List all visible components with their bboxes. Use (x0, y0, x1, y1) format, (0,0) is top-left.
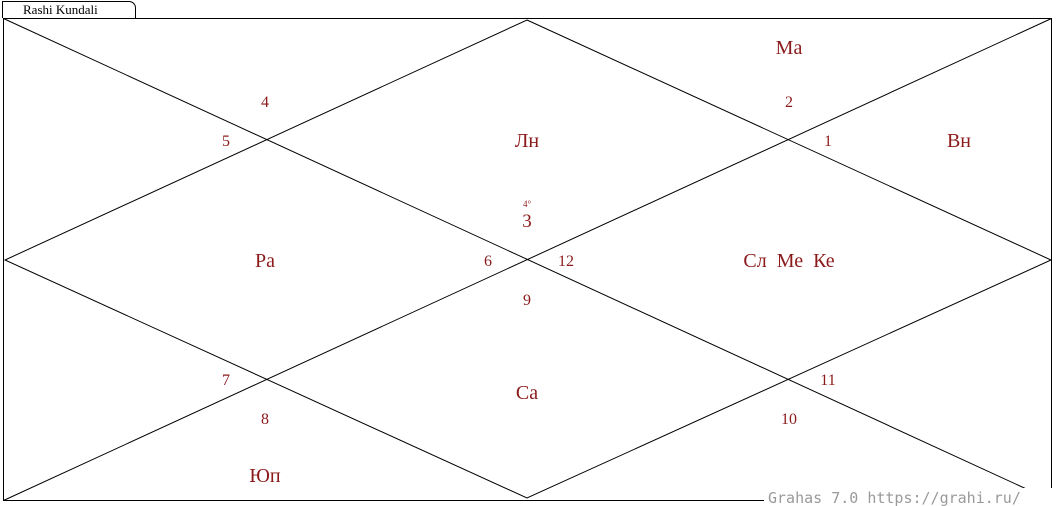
house-number-5: 5 (222, 133, 230, 150)
planet-ln: Лн (515, 130, 540, 152)
watermark-text[interactable]: Grahas 7.0 https://grahi.ru/ (768, 489, 1021, 506)
planet-vn: Вн (947, 130, 971, 152)
house-number-9: 9 (523, 292, 531, 309)
planet-ra: Ра (255, 250, 275, 272)
planet-sl-me-ke: Сл Ме Ке (743, 250, 834, 272)
rashi-kundali-tab[interactable]: Rashi Kundali (2, 1, 136, 18)
diagonal-anti (3, 18, 1052, 501)
house-number-12: 12 (558, 253, 574, 270)
chart-lines (3, 18, 1053, 501)
planet-ma: Ма (776, 37, 803, 59)
house-number-11: 11 (820, 372, 835, 389)
planet-yup: Юп (249, 465, 281, 487)
house-number-7: 7 (222, 372, 230, 389)
house-number-4: 4 (261, 94, 269, 111)
inner-diamond (3, 19, 1053, 499)
house-number-1: 1 (824, 133, 832, 150)
house-number-6: 6 (484, 253, 492, 270)
degree-mark: 4° (523, 199, 532, 209)
house-number-3: 3 (522, 211, 532, 232)
house-number-8: 8 (261, 411, 269, 428)
chart-frame (3, 18, 1052, 501)
house-number-10: 10 (781, 411, 797, 428)
house-number-2: 2 (785, 94, 793, 111)
watermark-backdrop (764, 488, 1056, 506)
house-numbers: 1 2 3 4 5 6 7 8 9 10 11 12 (222, 94, 836, 428)
planet-sa: Са (516, 382, 538, 404)
planet-labels: Ма Лн Вн Ра Сл Ме Ке Са Юп (249, 37, 971, 487)
